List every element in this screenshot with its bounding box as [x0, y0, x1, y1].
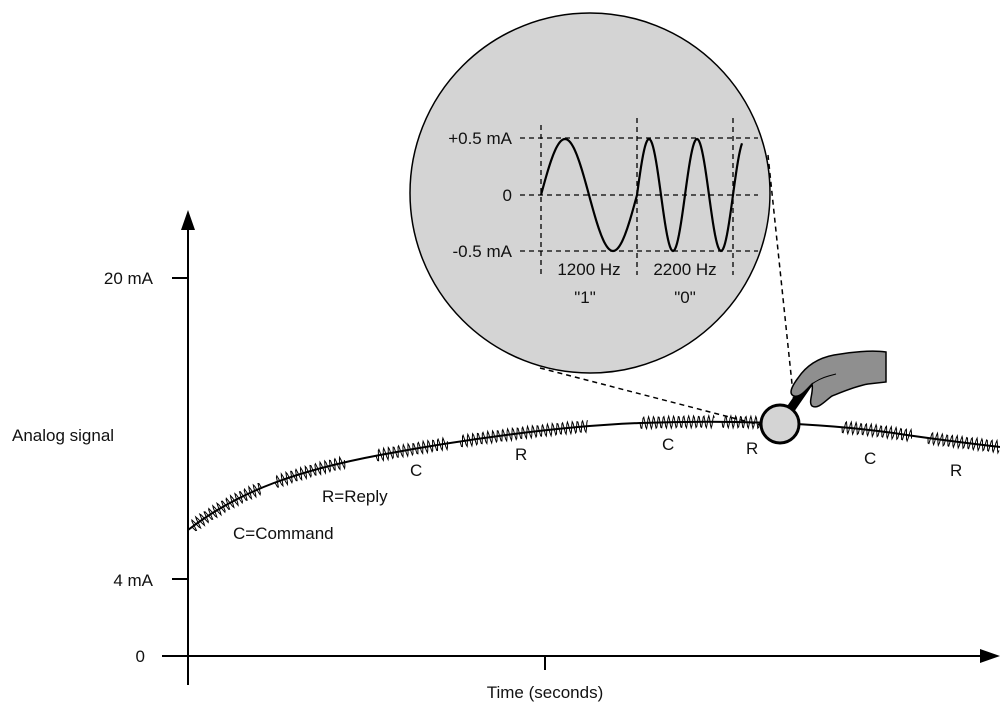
fsk-burst	[274, 455, 346, 488]
zoom-leader-left	[539, 367, 769, 428]
bit-label-1: "1"	[574, 288, 596, 307]
level-label-minus: -0.5 mA	[452, 242, 512, 261]
x-axis-arrow	[980, 649, 1000, 663]
fsk-burst	[841, 420, 912, 443]
y-tick-label-4ma: 4 mA	[113, 571, 153, 590]
level-label-zero: 0	[503, 186, 512, 205]
y-tick-label-0: 0	[136, 647, 145, 666]
packet-label-command: C	[864, 449, 876, 468]
zoom-leader-right	[767, 154, 795, 404]
legend-command: C=Command	[233, 524, 334, 543]
hand-shape	[790, 350, 887, 408]
x-axis-title: Time (seconds)	[487, 683, 604, 702]
hand-icon	[778, 350, 887, 425]
legend-reply: R=Reply	[322, 487, 388, 506]
packet-label-command: C	[662, 435, 674, 454]
inset-lens	[409, 12, 771, 374]
y-axis-arrow	[181, 210, 195, 230]
level-label-plus: +0.5 mA	[448, 129, 512, 148]
bit-label-0: "0"	[674, 288, 696, 307]
freq-label-2200: 2200 Hz	[653, 260, 716, 279]
magnifier-lens	[759, 403, 801, 445]
packet-label-reply: R	[746, 439, 758, 458]
packet-labels: C R C R C R	[410, 435, 962, 480]
fsk-burst	[459, 419, 588, 448]
magnifier-icon	[759, 403, 801, 445]
fsk-burst	[375, 436, 449, 462]
y-tick-label-20ma: 20 mA	[104, 269, 154, 288]
axes	[162, 210, 1000, 685]
axis-labels: 20 mA Analog signal 4 mA 0 Time (seconds…	[12, 269, 603, 702]
magnified-inset: +0.5 mA 0 -0.5 mA 1200 Hz 2200 Hz "1" "0…	[409, 12, 771, 374]
fsk-burst	[721, 414, 761, 431]
freq-label-1200: 1200 Hz	[557, 260, 620, 279]
fsk-burst	[927, 431, 1000, 455]
y-axis-title: Analog signal	[12, 426, 114, 445]
packet-label-reply: R	[515, 445, 527, 464]
packet-label-command: C	[410, 461, 422, 480]
fsk-waveform	[539, 137, 744, 253]
fsk-burst	[639, 414, 715, 431]
packet-label-reply: R	[950, 461, 962, 480]
fsk-burst	[191, 483, 262, 532]
fsk-packets	[191, 414, 1000, 532]
